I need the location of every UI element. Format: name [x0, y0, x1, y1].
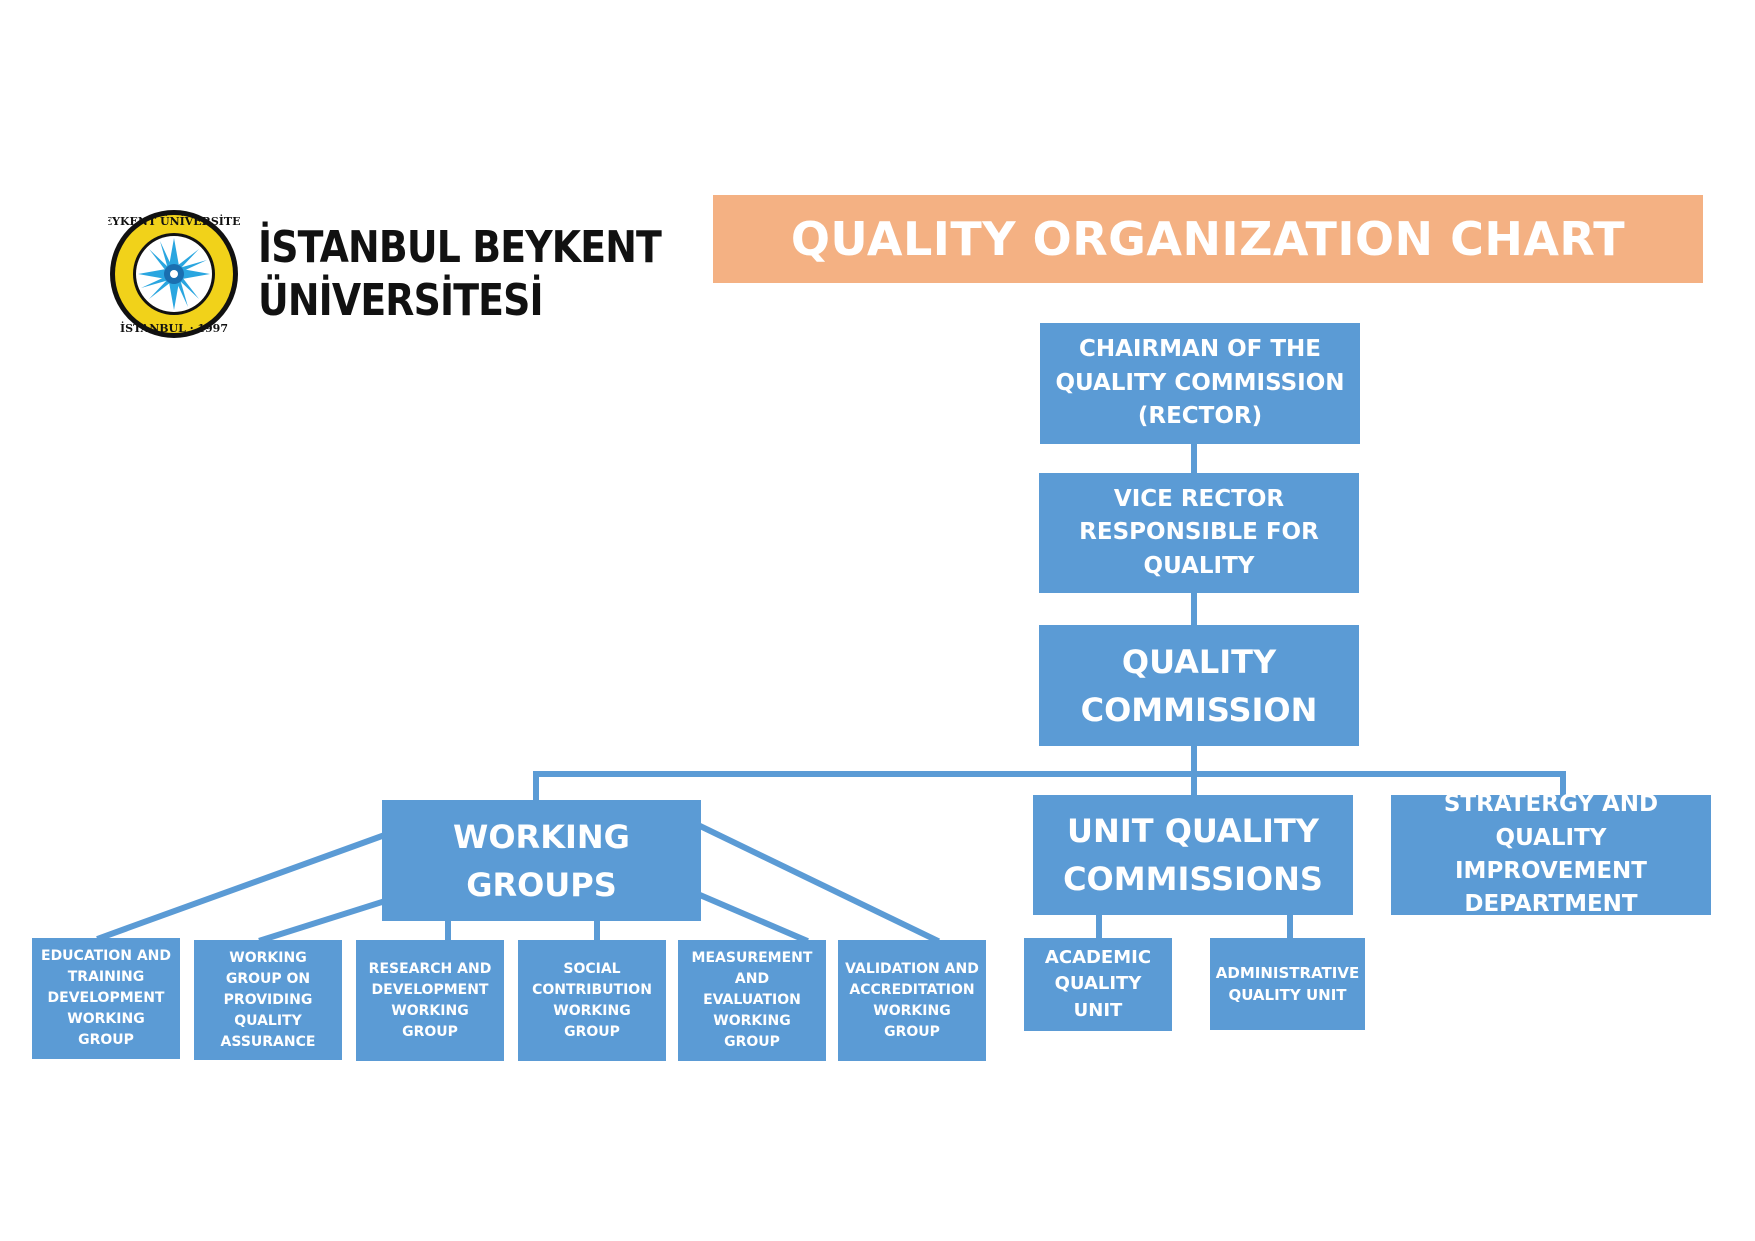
wg-validation-box: VALIDATION AND ACCREDITATION WORKING GRO…	[838, 940, 986, 1061]
connector-wg-measurement	[696, 891, 809, 944]
connector-wg-education	[96, 832, 386, 942]
administrative-quality-unit-box: ADMINISTRATIVE QUALITY UNIT	[1210, 938, 1365, 1030]
chairman-box: CHAIRMAN OF THE QUALITY COMMISSION (RECT…	[1040, 323, 1360, 444]
wg-research-box: RESEARCH AND DEVELOPMENT WORKING GROUP	[356, 940, 504, 1061]
svg-text:BEYKENT ÜNİVERSİTESİ: BEYKENT ÜNİVERSİTESİ	[108, 214, 240, 228]
chart-title-banner: QUALITY ORGANIZATION CHART	[713, 195, 1703, 283]
university-name-line1: İSTANBUL BEYKENT	[258, 222, 662, 273]
connector-wg-validation	[695, 821, 941, 945]
wg-measurement-box: MEASUREMENT AND EVALUATION WORKING GROUP	[678, 940, 826, 1061]
connector-wg-assurance	[258, 898, 386, 944]
wg-education-box: EDUCATION AND TRAINING DEVELOPMENT WORKI…	[32, 938, 180, 1059]
academic-quality-unit-box: ACADEMIC QUALITY UNIT	[1024, 938, 1172, 1031]
svg-text:İSTANBUL · 1997: İSTANBUL · 1997	[120, 321, 228, 335]
quality-commission-box: QUALITY COMMISSION	[1039, 625, 1359, 746]
university-seal-logo: BEYKENT ÜNİVERSİTESİ İSTANBUL · 1997	[108, 210, 240, 338]
unit-quality-commissions-box: UNIT QUALITY COMMISSIONS	[1033, 795, 1353, 915]
vice-rector-box: VICE RECTOR RESPONSIBLE FOR QUALITY	[1039, 473, 1359, 593]
working-groups-box: WORKING GROUPS	[382, 800, 701, 921]
wg-quality-assurance-box: WORKING GROUP ON PROVIDING QUALITY ASSUR…	[194, 940, 342, 1060]
university-name: İSTANBUL BEYKENT ÜNİVERSİTESİ	[258, 222, 662, 328]
strategy-department-box: STRATERGY AND QUALITY IMPROVEMENT DEPART…	[1391, 791, 1711, 917]
university-name-line2: ÜNİVERSİTESİ	[258, 274, 544, 326]
wg-social-box: SOCIAL CONTRIBUTION WORKING GROUP	[518, 940, 666, 1061]
